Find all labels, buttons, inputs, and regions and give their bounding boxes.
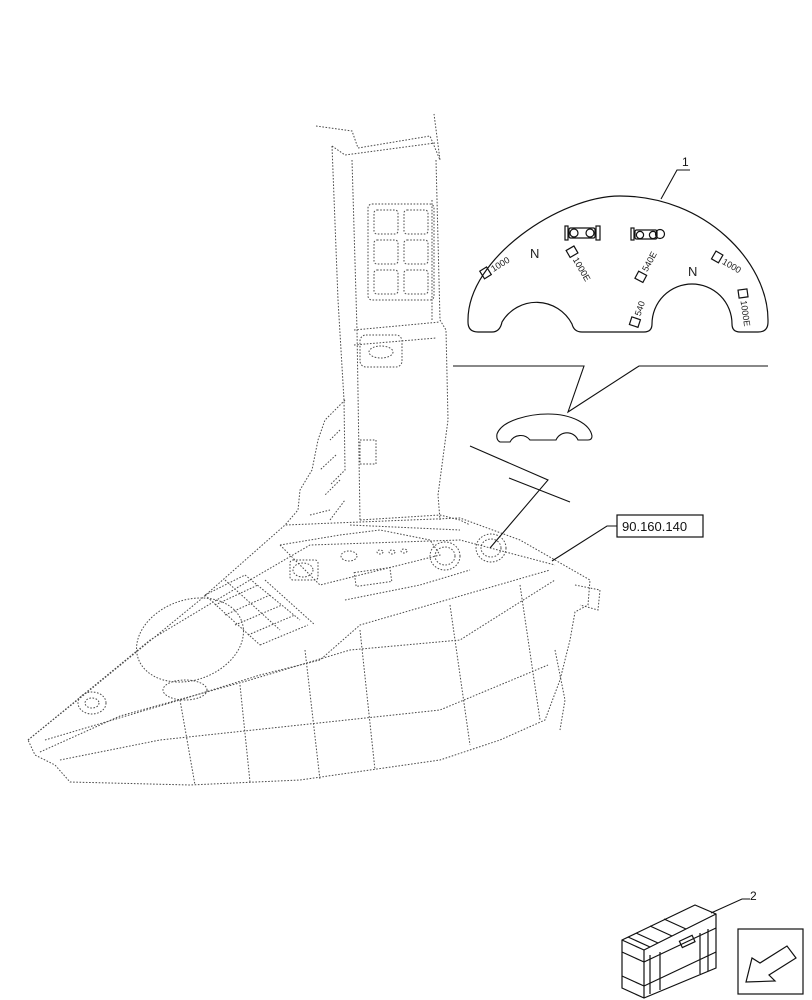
decal-left-neutral: N [530, 246, 539, 261]
small-decal [496, 413, 593, 443]
pto-knobs [429, 533, 507, 571]
reference-code[interactable]: 90.160.140 [622, 519, 687, 534]
decal-outline [467, 195, 769, 333]
console-assembly [27, 113, 601, 786]
callout-item-2: 2 [710, 889, 757, 914]
column-switch-bank [367, 203, 435, 301]
decal-left-1000: 1000 [489, 255, 511, 274]
decal-left-1000e: 1000E [571, 256, 593, 284]
callout-number-1: 1 [682, 155, 689, 169]
kit-box-icon [621, 904, 717, 999]
decal-right-540e: 540E [640, 250, 659, 273]
decal-shaft-icon [565, 245, 579, 259]
callout-item-1: 1 [660, 155, 690, 200]
tractor-rear-axle-icon [630, 227, 666, 241]
decal-shaft-icon [710, 250, 724, 264]
decal-right-neutral: N [688, 264, 697, 279]
tractor-front-axle-icon [564, 225, 601, 241]
decal-right-1000: 1000 [721, 257, 743, 276]
decal-shaft-icon [737, 288, 749, 299]
decal-shaft-icon [628, 316, 642, 329]
decal-shaft-icon [634, 270, 648, 284]
console-button-grid [204, 559, 319, 646]
previous-page-arrow-icon[interactable] [737, 928, 804, 995]
zoom-leader [453, 365, 768, 549]
decal-right-540: 540 [633, 300, 647, 317]
decal-shaft-icon [478, 266, 493, 280]
callout-number-2: 2 [750, 889, 757, 903]
reference-link[interactable]: 90.160.140 [551, 514, 704, 562]
decal-right-1000e: 1000E [739, 300, 753, 327]
pto-decal: N 1000 1000E N 540 540E 1000 1000E [467, 195, 769, 333]
